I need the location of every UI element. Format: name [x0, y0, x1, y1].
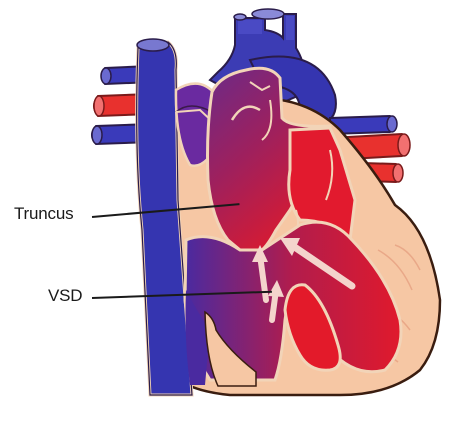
vsd-label: VSD [48, 286, 82, 306]
truncus-label: Truncus [14, 204, 73, 224]
